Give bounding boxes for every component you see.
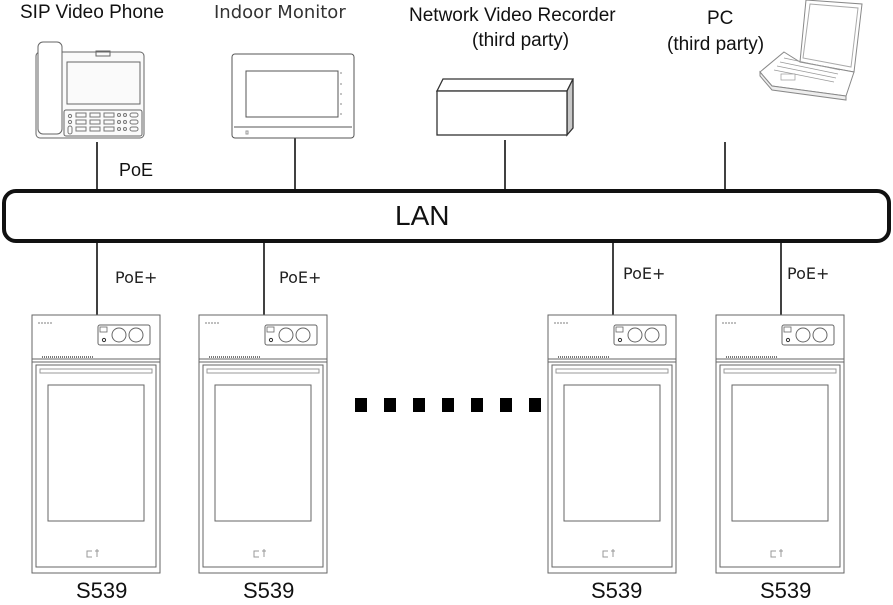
s539-4-connection-label: PoE+ <box>787 264 830 283</box>
indoor-monitor-icon <box>231 53 355 139</box>
ellipsis-dot <box>442 398 454 412</box>
sip-phone-label: SIP Video Phone <box>20 2 165 23</box>
s539-3-model-label: S539 <box>591 578 643 603</box>
ellipsis-dot <box>413 398 425 412</box>
s539-door-station-icon <box>715 314 845 574</box>
lan-label: LAN <box>395 200 450 231</box>
ellipsis-dot <box>355 398 367 412</box>
ellipsis-dot <box>500 398 512 412</box>
s539-2-model-label: S539 <box>243 578 295 603</box>
s539-door-station-icon <box>31 314 161 574</box>
nvr-icon <box>435 78 575 137</box>
lan-bus <box>2 189 891 243</box>
pc-label: PC <box>707 8 734 29</box>
s539-3-connection-label: PoE+ <box>623 264 666 283</box>
ellipsis-dot <box>471 398 483 412</box>
nvr-label: Network Video Recorder <box>409 5 616 26</box>
sip-phone-icon <box>35 41 145 139</box>
s539-door-station-icon <box>198 314 328 574</box>
ellipsis-dot <box>529 398 541 412</box>
s539-1-connection-label: PoE+ <box>115 268 158 287</box>
sip-phone-connection-label: PoE <box>119 160 154 180</box>
s539-2-connection-label: PoE+ <box>279 268 322 287</box>
s539-door-station-icon <box>547 314 677 574</box>
nvr-subtitle: (third party) <box>472 30 570 51</box>
s539-4-model-label: S539 <box>760 578 812 603</box>
indoor-monitor-label: Indoor Monitor <box>214 2 346 23</box>
s539-1-model-label: S539 <box>76 578 128 603</box>
pc-laptop-icon <box>759 0 863 101</box>
pc-subtitle: (third party) <box>667 34 765 55</box>
ellipsis-dot <box>384 398 396 412</box>
ellipsis-dots <box>355 398 541 412</box>
